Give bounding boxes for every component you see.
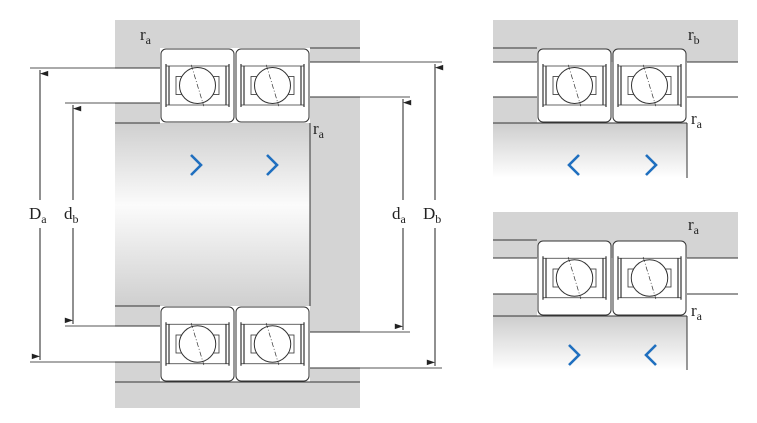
shaft-shoulder-top xyxy=(115,103,160,123)
bearing-section xyxy=(160,48,235,123)
chevron-left-icon xyxy=(567,154,580,176)
shaft xyxy=(493,316,687,370)
label-ra-right: ra xyxy=(313,119,325,141)
label-da: da xyxy=(392,204,407,226)
bearing-section xyxy=(235,48,310,123)
bearing-section xyxy=(612,240,687,316)
chevron-right-icon xyxy=(645,154,658,176)
bearing-section xyxy=(235,306,310,382)
label-Db: Db xyxy=(423,204,441,226)
left-arrangement: ra ra Da db da Db xyxy=(29,20,444,408)
right-top-arrangement: rb ra xyxy=(493,20,738,178)
housing-bottom xyxy=(115,382,360,408)
housing-left-bottom xyxy=(115,362,160,382)
label-ra-top: ra xyxy=(688,215,700,237)
label-ra: ra xyxy=(691,109,703,131)
bearing-section xyxy=(160,306,235,382)
label-rb: rb xyxy=(688,25,700,47)
housing-right-bottom xyxy=(310,368,360,382)
bearing-section xyxy=(612,48,687,123)
shaft xyxy=(493,123,687,178)
label-db: db xyxy=(64,204,79,226)
housing-top xyxy=(115,20,360,48)
bearing-section xyxy=(537,240,612,316)
label-ra-bottom: ra xyxy=(691,301,703,323)
label-Da: Da xyxy=(29,204,47,226)
chevron-right-icon xyxy=(568,344,581,366)
shaft-right xyxy=(310,97,360,332)
shaft-shoulder xyxy=(493,97,537,123)
housing-left-shoulder-top xyxy=(115,48,160,68)
shaft xyxy=(115,123,310,306)
chevron-right-icon xyxy=(190,154,203,176)
housing-right-top xyxy=(310,48,360,62)
right-bottom-arrangement: ra ra xyxy=(493,212,738,370)
label-ra-top: ra xyxy=(140,25,152,47)
shaft-shoulder-bottom xyxy=(115,306,160,326)
chevron-right-icon xyxy=(266,154,279,176)
shaft-shoulder xyxy=(493,294,537,316)
bearing-section xyxy=(537,48,612,123)
chevron-left-icon xyxy=(644,344,657,366)
